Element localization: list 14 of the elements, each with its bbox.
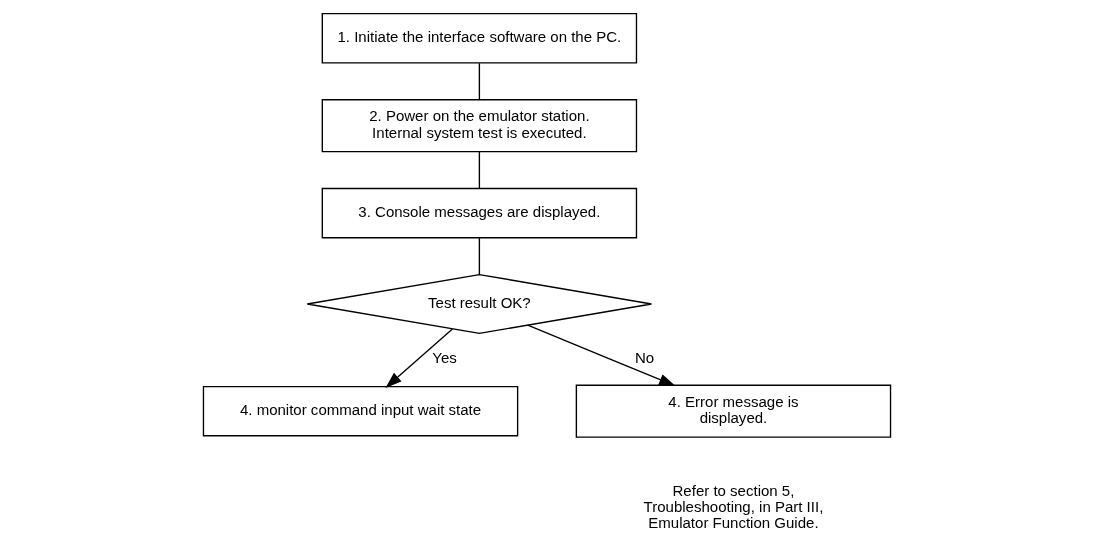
edge-label: Yes bbox=[431, 349, 457, 367]
node-label: Refer to section 5, Troubleshooting, in Part III, Emulator Function Guide. bbox=[643, 481, 823, 532]
node-diamond: Test result OK? bbox=[306, 273, 652, 334]
arrow bbox=[526, 324, 676, 386]
connector bbox=[478, 151, 480, 190]
arrow bbox=[384, 328, 453, 388]
node-box: 4. monitor command input wait state bbox=[202, 385, 518, 437]
node-box: 3. Console messages are displayed. bbox=[321, 187, 637, 239]
node-box: 2. Power on the emulator station. Internal system test is executed. bbox=[321, 99, 637, 153]
connector bbox=[478, 237, 480, 276]
edge-label: No bbox=[634, 349, 654, 367]
node-box: 4. Error message is displayed. bbox=[575, 384, 891, 438]
connector bbox=[478, 62, 480, 101]
node-box: 1. Initiate the interface software on the PC. bbox=[321, 13, 637, 64]
